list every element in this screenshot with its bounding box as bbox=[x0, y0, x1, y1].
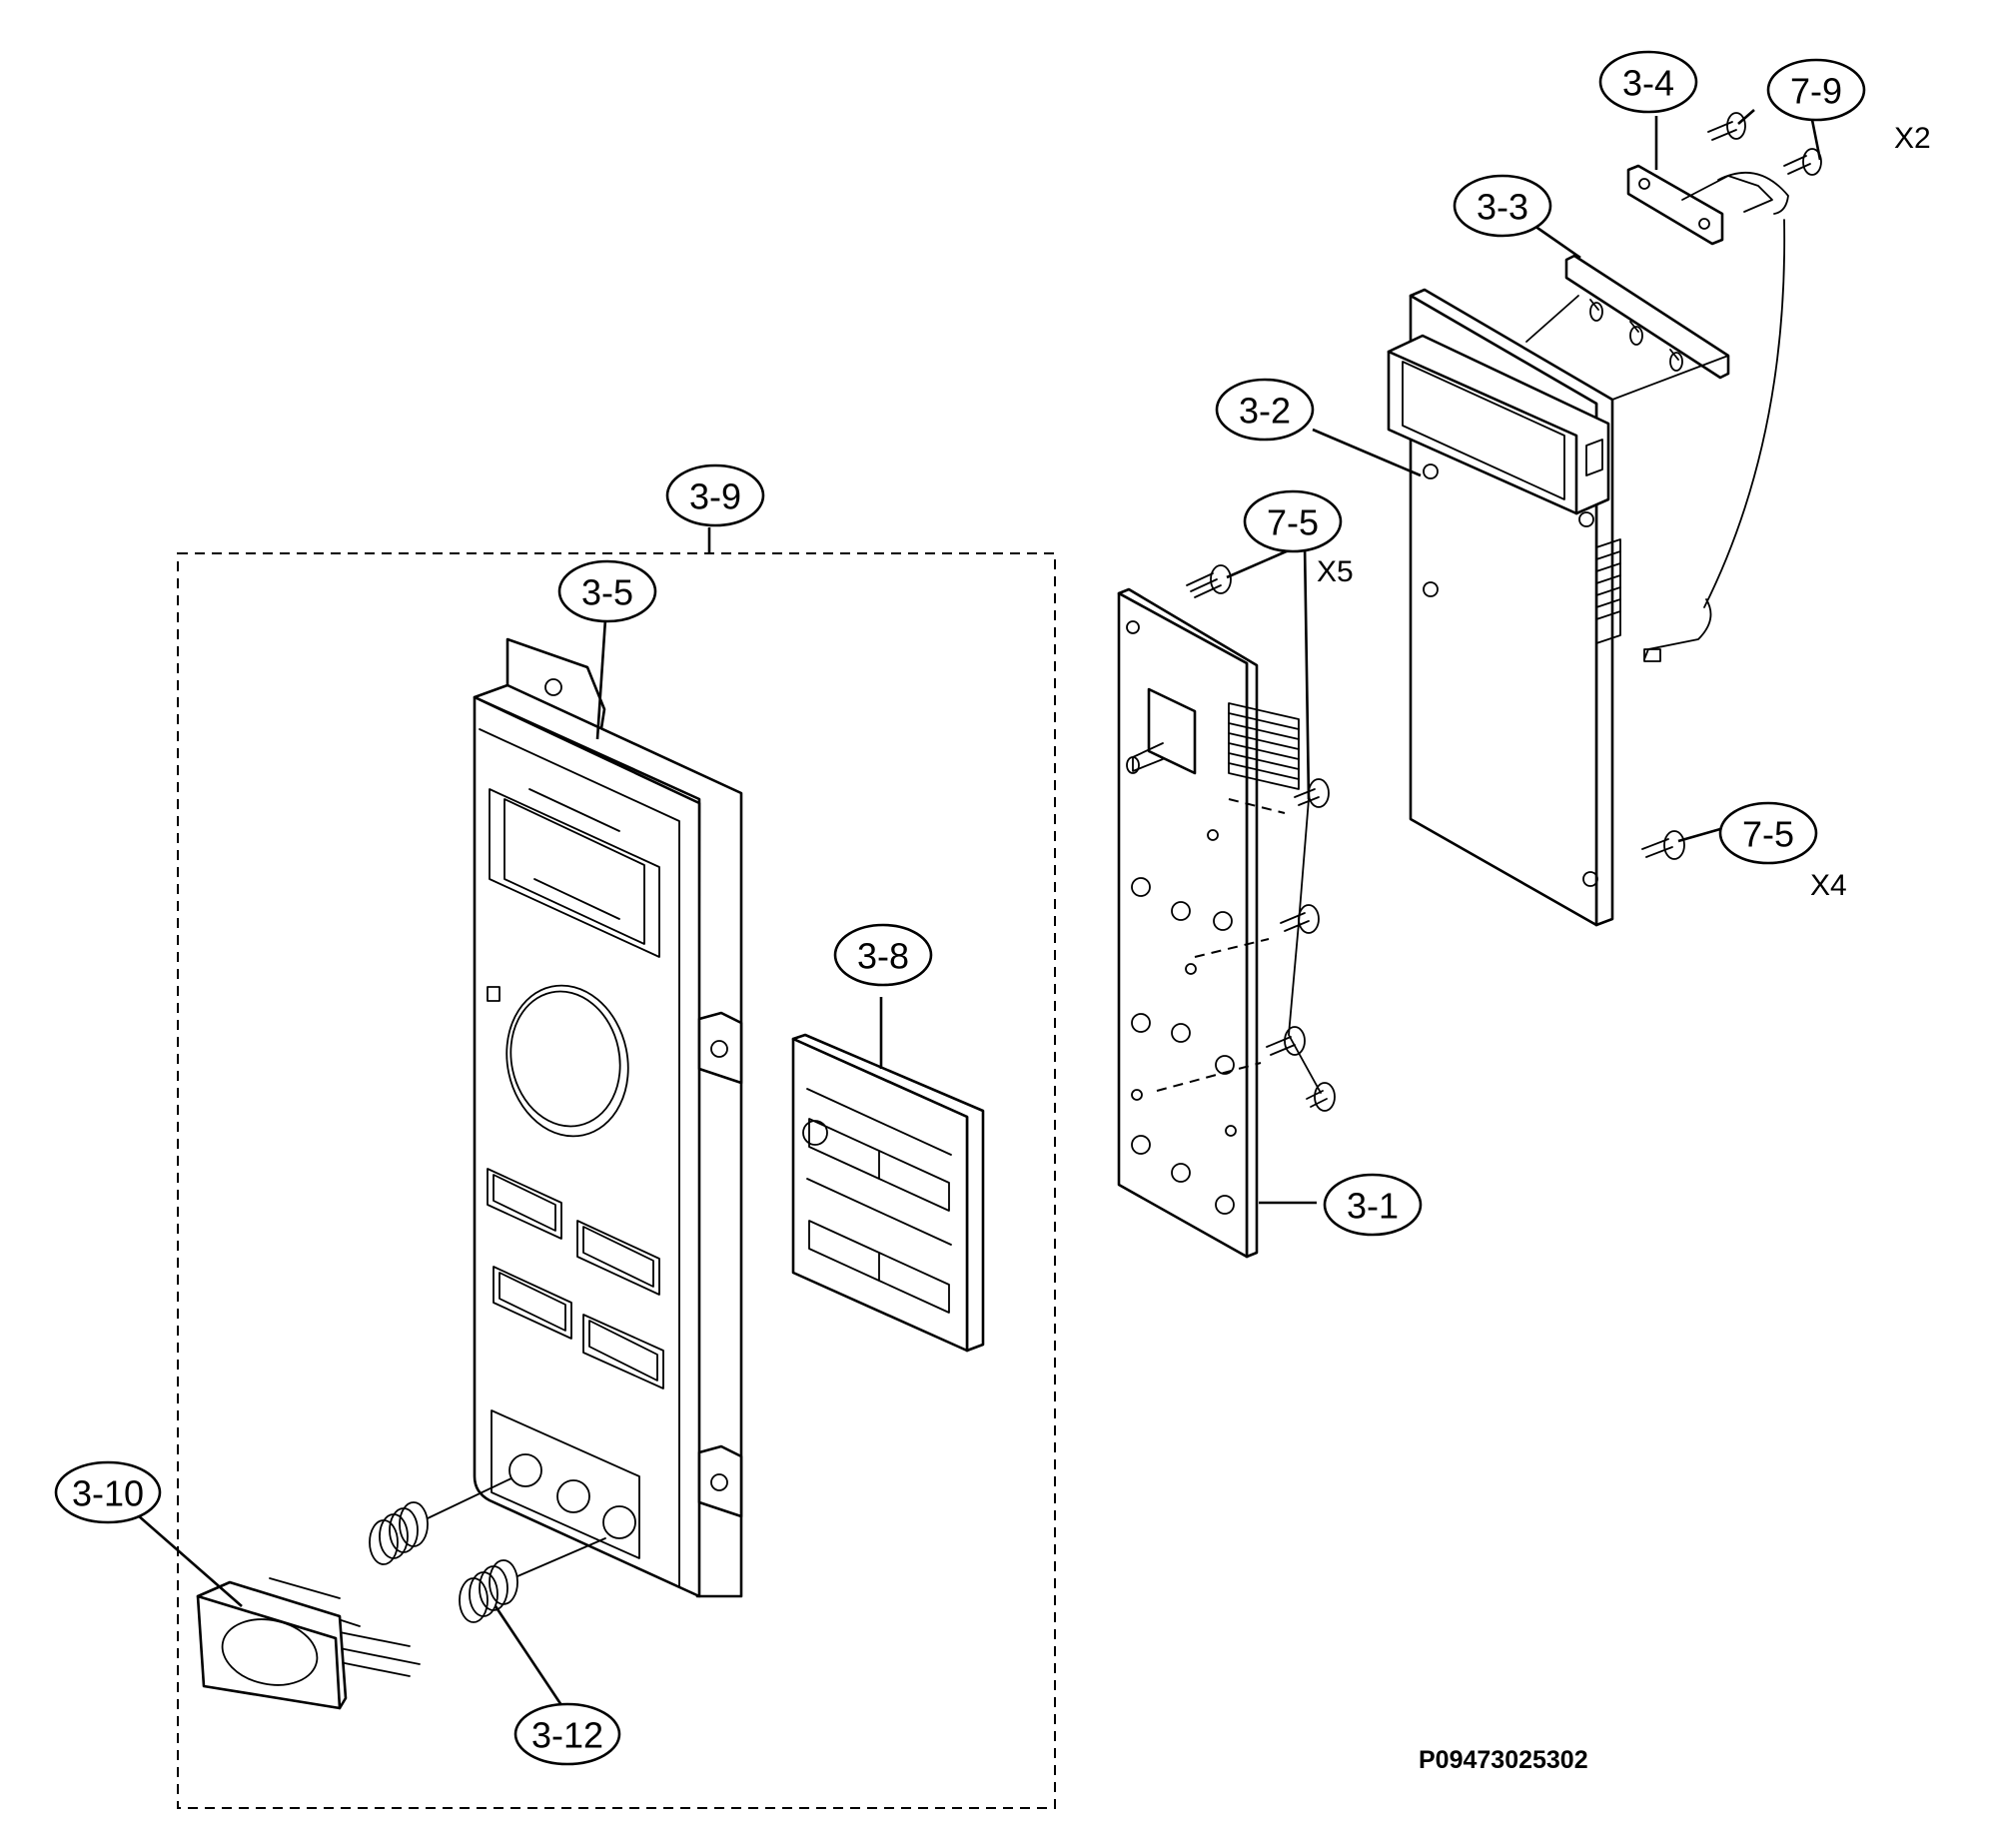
drawing-code: P09473025302 bbox=[1419, 1746, 1588, 1774]
quantity-x5: X5 bbox=[1317, 555, 1354, 588]
part-label-3-9: 3-9 bbox=[665, 463, 765, 527]
part-label-7-9: 7-9 bbox=[1766, 58, 1866, 122]
led-board bbox=[1525, 254, 1730, 401]
part-number-text: 3-5 bbox=[581, 572, 633, 613]
key-circuit-board bbox=[1117, 587, 1300, 1259]
quantity-x4: X4 bbox=[1810, 869, 1847, 902]
part-number-text: 3-10 bbox=[72, 1473, 144, 1514]
part-label-3-5: 3-5 bbox=[557, 559, 657, 623]
part-number-text: 3-1 bbox=[1347, 1186, 1399, 1227]
part-label-3-3: 3-3 bbox=[1453, 174, 1552, 238]
part-number-text: 7-5 bbox=[1267, 502, 1319, 543]
part-label-3-4: 3-4 bbox=[1598, 50, 1698, 114]
control-panel-housing bbox=[473, 637, 743, 1598]
key-holder-bracket bbox=[791, 1033, 985, 1353]
door-open-button bbox=[196, 1577, 421, 1710]
part-label-3-8: 3-8 bbox=[833, 923, 933, 987]
main-control-board bbox=[1387, 219, 1786, 927]
part-label-7-5-top: 7-5 bbox=[1243, 489, 1343, 553]
part-number-text: 3-9 bbox=[689, 476, 741, 517]
part-number-text: 3-12 bbox=[531, 1715, 603, 1756]
led-bracket bbox=[1626, 164, 1789, 246]
spring bbox=[369, 1477, 606, 1623]
part-number-text: 7-5 bbox=[1742, 814, 1794, 855]
part-number-text: 3-4 bbox=[1622, 63, 1674, 104]
part-number-text: 3-2 bbox=[1239, 391, 1291, 432]
part-label-3-2: 3-2 bbox=[1215, 378, 1315, 442]
screw bbox=[1707, 112, 1822, 176]
part-number-text: 3-8 bbox=[857, 936, 909, 977]
part-label-3-1: 3-1 bbox=[1323, 1173, 1423, 1237]
part-label-3-12: 3-12 bbox=[513, 1702, 621, 1766]
quantity-x2: X2 bbox=[1894, 122, 1931, 155]
assembly-3-9-boundary bbox=[177, 552, 1056, 1809]
part-label-3-10: 3-10 bbox=[54, 1460, 162, 1524]
part-number-text: 7-9 bbox=[1790, 71, 1842, 112]
part-label-7-5-right: 7-5 bbox=[1718, 801, 1818, 865]
screw bbox=[1186, 564, 1685, 1112]
leader-lines bbox=[129, 109, 1822, 1709]
part-number-text: 3-3 bbox=[1477, 187, 1528, 228]
